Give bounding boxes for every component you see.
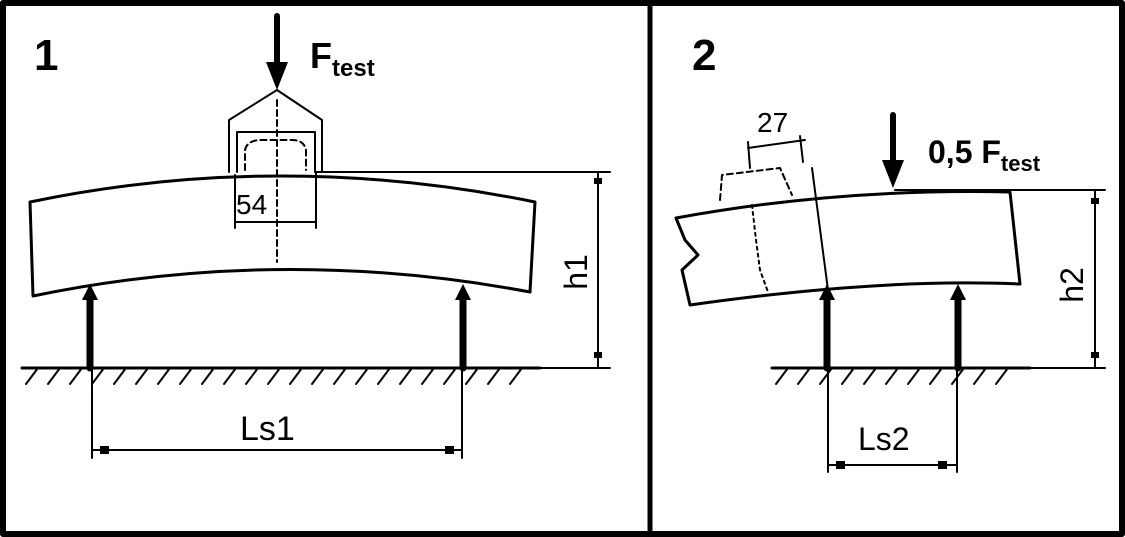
ground-hatch-line [135, 367, 149, 385]
ground-hatch-line [465, 367, 479, 385]
ground-hatch-line [443, 367, 457, 385]
ground-1 [20, 366, 542, 385]
dim-width-2 [747, 135, 806, 169]
dim-span-1-label: Ls1 [240, 410, 295, 448]
ground-hatch-line [509, 367, 523, 385]
dim-span-2-label: Ls2 [858, 421, 910, 457]
panel-2-number: 2 [692, 31, 716, 80]
fracture-mark [719, 167, 829, 293]
dim-width-1-label: 54 [236, 189, 267, 220]
ground-hatch-line [355, 367, 369, 385]
ground-hatch-line [223, 367, 237, 385]
ground-hatch-line [25, 367, 39, 385]
ground-hatch-line [797, 367, 811, 385]
half-force-arrow [882, 112, 904, 188]
ground-hatch-line [157, 367, 171, 385]
force-label-1: Ftest [310, 35, 375, 82]
ground-hatch-line [929, 367, 943, 385]
ground-hatch-line [91, 367, 105, 385]
force-label-2: 0,5 Ftest [928, 134, 1041, 176]
dim-height-2 [894, 189, 1106, 369]
dim-height-1 [314, 171, 611, 369]
support-arrows-1 [82, 284, 471, 372]
panel-1-number: 1 [34, 31, 58, 80]
ground-hatch-line [113, 367, 127, 385]
dim-height-2-label: h2 [1054, 267, 1090, 303]
ground-hatch-line [421, 367, 435, 385]
ground-hatch-line [377, 367, 391, 385]
panel-2: 2 0,5 Ftest 27 [674, 31, 1106, 473]
ground-hatch-line [863, 367, 877, 385]
ground-hatch-line [885, 367, 899, 385]
ground-hatch-line [47, 367, 61, 385]
ground-hatch-line [69, 367, 83, 385]
dim-span-1 [91, 367, 463, 459]
ground-hatch-line [487, 367, 501, 385]
ground-hatch-line [179, 367, 193, 385]
ground-hatch-line [201, 367, 215, 385]
beam-sample-2 [674, 190, 1022, 307]
ground-hatch-line [399, 367, 413, 385]
test-force-arrow [266, 13, 288, 90]
ground-hatch-line [995, 367, 1009, 385]
support-arrows-2 [819, 284, 966, 372]
panel-1: 1 Ftest 54 [20, 13, 611, 459]
ground-hatch-line [907, 367, 921, 385]
ground-2 [770, 366, 1032, 385]
dim-width-2-label: 27 [757, 107, 788, 138]
ground-hatch-line [311, 367, 325, 385]
ground-hatch-line [245, 367, 259, 385]
ground-hatch-line [267, 367, 281, 385]
ground-hatch-line [819, 367, 833, 385]
dim-span-2 [827, 367, 958, 473]
ground-hatch-line [333, 367, 347, 385]
ground-hatch-line [289, 367, 303, 385]
loading-stirrup [228, 89, 323, 263]
ground-hatch-line [775, 367, 789, 385]
beam-sample-1 [28, 174, 537, 298]
ground-hatch-line [841, 367, 855, 385]
ground-hatch-line [973, 367, 987, 385]
dim-height-1-label: h1 [558, 254, 594, 290]
dim-width-1 [234, 171, 317, 229]
